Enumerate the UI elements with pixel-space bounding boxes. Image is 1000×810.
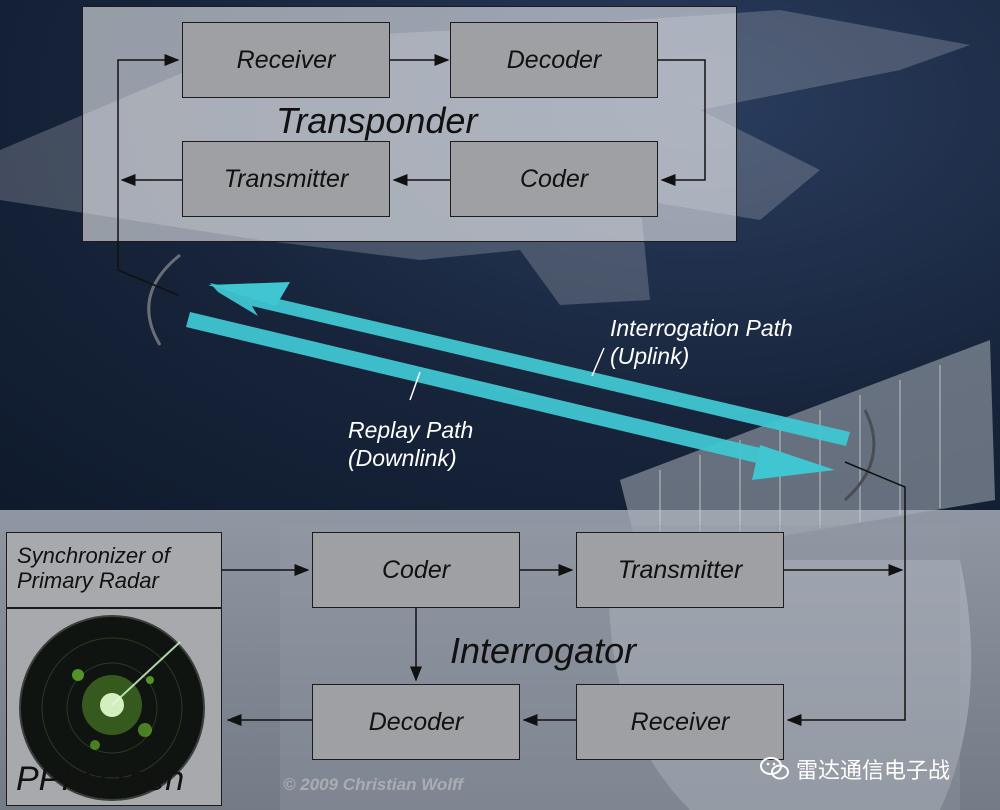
transponder-decoder-block: Decoder: [450, 22, 658, 98]
watermark-text: 雷达通信电子战: [796, 759, 951, 784]
interrogator-antenna-icon: [844, 409, 876, 502]
downlink-arrowhead: [752, 445, 835, 480]
downlink-label-line1: Replay Path: [348, 417, 474, 443]
interrogator-title: Interrogator: [450, 630, 637, 671]
downlink-label-line2: (Downlink): [348, 445, 457, 471]
transponder-coder-label: Coder: [519, 164, 589, 193]
transponder-title: Transponder: [276, 100, 478, 141]
arrow-decoder-to-coder: [658, 59, 706, 186]
synchronizer-label-line1: Synchronizer of: [17, 543, 170, 568]
transponder-antenna-icon: [147, 253, 181, 346]
transponder-receiver-block: Receiver: [182, 22, 390, 98]
ppi-screen-label: PPI-screen: [16, 760, 185, 798]
interrogator-coder-block: Coder: [312, 532, 520, 608]
transponder-transmitter-block: Transmitter: [182, 141, 390, 217]
uplink-leader-line: [591, 347, 605, 377]
uplink-label-line2: (Uplink): [610, 343, 690, 369]
interrogator-coder-label: Coder: [381, 555, 451, 584]
copyright-text: © 2009 Christian Wolff: [283, 775, 464, 794]
interrogator-receiver-block: Receiver: [576, 684, 784, 760]
downlink-beam: [186, 312, 790, 470]
watermark: 雷达通信电子战: [760, 753, 950, 785]
uplink-beam: [210, 283, 850, 446]
synchronizer-block: Synchronizer of Primary Radar: [6, 532, 222, 608]
transponder-receiver-label: Receiver: [236, 45, 336, 74]
downlink-leader-line: [409, 371, 421, 401]
interrogator-transmitter-label: Transmitter: [617, 555, 743, 584]
interrogator-transmitter-block: Transmitter: [576, 532, 784, 608]
interrogator-decoder-label: Decoder: [368, 707, 464, 736]
wechat-icon: [760, 757, 789, 780]
arrow-antenna-to-receiver: [117, 54, 180, 296]
ppi-sweep-line: [111, 641, 181, 706]
radar-antenna-silhouette: [620, 340, 995, 560]
interrogator-receiver-label: Receiver: [630, 707, 730, 736]
downlink-label: Replay Path (Downlink): [348, 416, 473, 472]
interrogator-decoder-block: Decoder: [312, 684, 520, 760]
transponder-decoder-label: Decoder: [506, 45, 602, 74]
uplink-arrowhead: [208, 282, 290, 306]
transponder-coder-block: Coder: [450, 141, 658, 217]
arrow-antenna-to-receiver-int: [786, 461, 906, 726]
uplink-label: Interrogation Path (Uplink): [610, 314, 793, 370]
uplink-label-line1: Interrogation Path: [610, 315, 793, 341]
transponder-transmitter-label: Transmitter: [223, 164, 349, 193]
synchronizer-label-line2: Primary Radar: [17, 568, 159, 593]
